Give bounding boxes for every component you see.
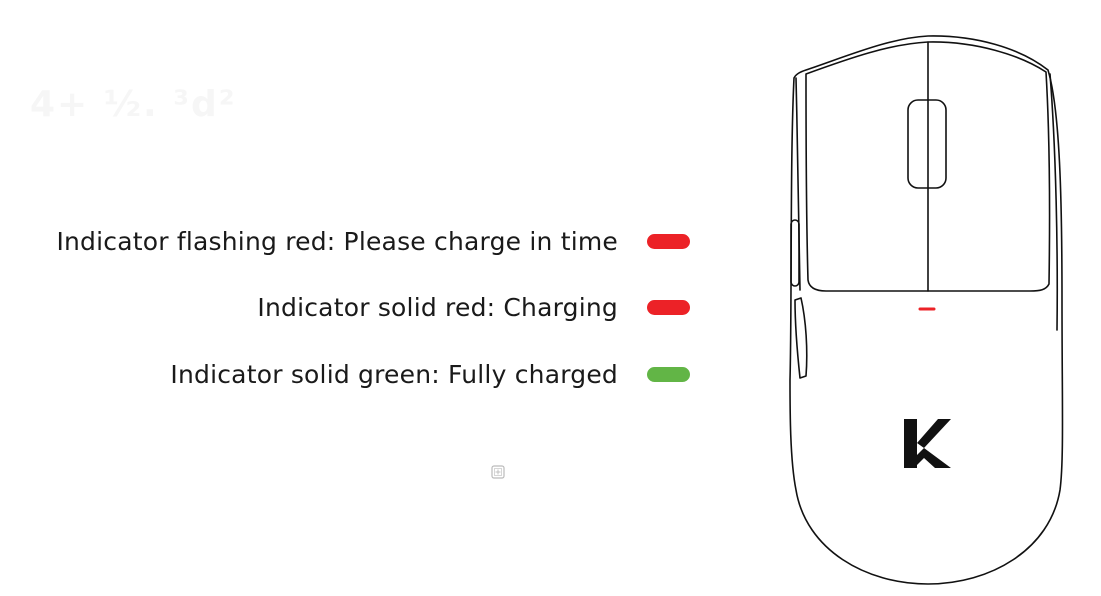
indicator-legend: Indicator flashing red: Please charge in…: [56, 221, 690, 394]
side-button-forward: [790, 219, 800, 287]
scroll-wheel: [907, 99, 947, 189]
legend-item-flashing-red: Indicator flashing red: Please charge in…: [56, 221, 690, 261]
crosshair-square-icon: [491, 465, 505, 479]
right-side-strip: [1049, 73, 1059, 331]
legend-label: Indicator solid green: Fully charged: [170, 359, 618, 389]
red-indicator-swatch: [647, 234, 690, 249]
faint-background-text: 4+ ½. ³d²: [30, 84, 237, 125]
legend-item-solid-red: Indicator solid red: Charging: [257, 287, 690, 327]
legend-item-solid-green: Indicator solid green: Fully charged: [170, 354, 690, 394]
side-button-back: [794, 297, 808, 379]
legend-label: Indicator flashing red: Please charge in…: [56, 226, 618, 256]
brand-logo: [904, 419, 951, 468]
mouse-illustration: [789, 35, 1064, 585]
red-indicator-swatch: [647, 300, 690, 315]
green-indicator-swatch: [647, 367, 690, 382]
legend-label: Indicator solid red: Charging: [257, 292, 618, 322]
